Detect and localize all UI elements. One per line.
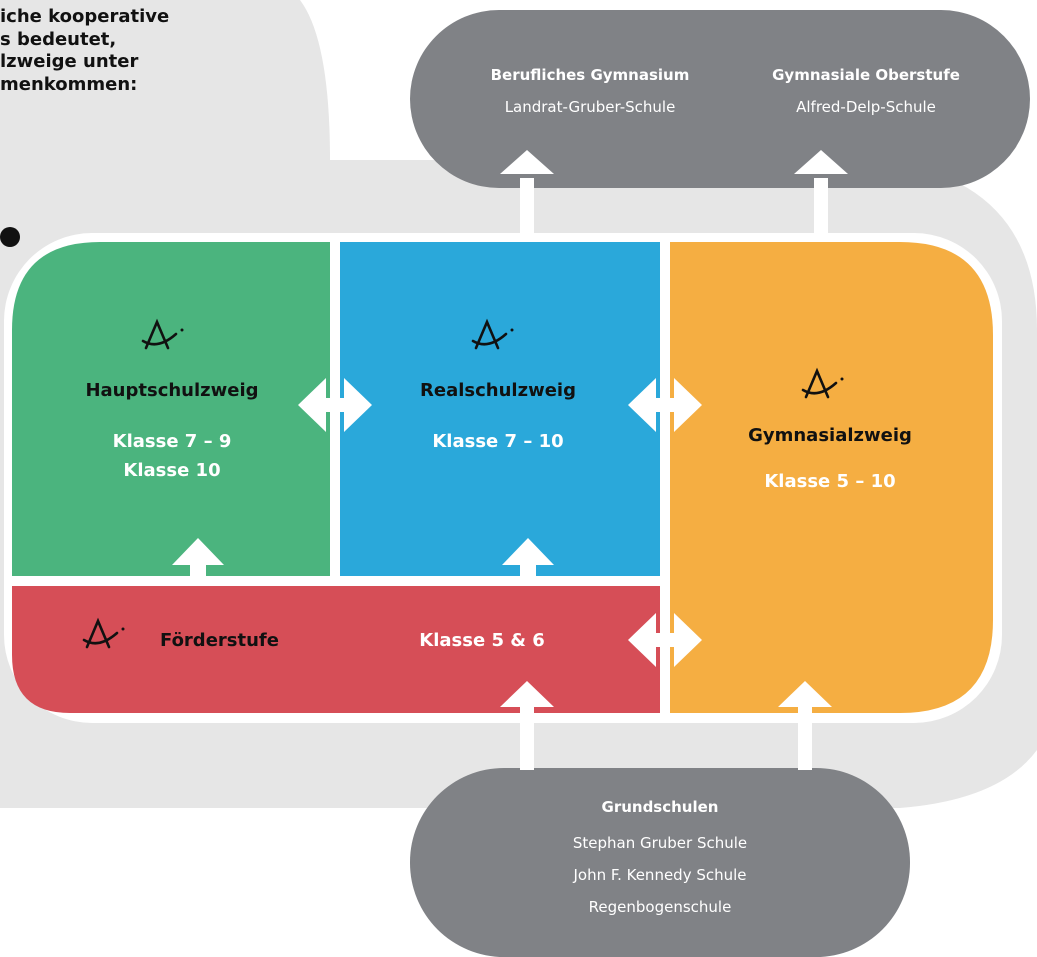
upper-school-title: Gymnasiale Oberstufe — [772, 66, 960, 84]
intro-line: s bedeutet, — [0, 28, 117, 50]
arrow-up-icon — [500, 150, 554, 174]
bullet-dot — [0, 227, 20, 247]
upper-school-name: Alfred-Delp-Schule — [796, 98, 936, 116]
gymnasialzweig-zone — [670, 242, 993, 713]
arrow-up-icon — [172, 538, 224, 578]
upper-school-title: Berufliches Gymnasium — [490, 66, 690, 84]
arrow-up-icon — [502, 538, 554, 578]
intro-text: iche kooperative s bedeutet, lzweige unt… — [0, 6, 240, 96]
compass-icon — [801, 367, 844, 399]
connector-stem — [814, 178, 828, 242]
connector-stem — [520, 178, 534, 242]
gymnasialzweig-title: Gymnasialzweig — [748, 425, 912, 446]
arrow-up-icon — [794, 150, 848, 174]
gymnasialzweig-class: Klasse 5 – 10 — [764, 471, 896, 492]
primary-school-name: Regenbogenschule — [588, 898, 732, 916]
double-arrow-icon — [628, 378, 702, 432]
realschulzweig-title: Realschulzweig — [420, 380, 576, 401]
primary-schools-box — [410, 768, 910, 957]
double-arrow-icon — [298, 378, 372, 432]
hauptschulzweig-title: Hauptschulzweig — [85, 380, 259, 401]
double-arrow-icon — [628, 613, 702, 667]
foerderstufe-class: Klasse 5 & 6 — [419, 630, 545, 651]
intro-line: menkommen: — [0, 73, 138, 95]
compass-icon — [471, 318, 514, 350]
connector-stem — [520, 700, 534, 770]
upper-schools-box — [410, 10, 1030, 188]
foerderstufe-title: Förderstufe — [160, 630, 279, 651]
hauptschulzweig-zone — [12, 242, 330, 576]
realschulzweig-class: Klasse 7 – 10 — [432, 431, 564, 452]
connector-stem — [798, 700, 812, 770]
compass-icon — [82, 617, 125, 649]
arrow-up-icon — [500, 681, 554, 707]
compass-icon — [141, 318, 184, 350]
primary-schools-title: Grundschulen — [601, 798, 719, 816]
primary-school-name: John F. Kennedy Schule — [573, 866, 747, 884]
upper-school-name: Landrat-Gruber-Schule — [504, 98, 676, 116]
foerderstufe-zone — [12, 586, 660, 713]
intro-line: lzweige unter — [0, 51, 139, 72]
hauptschulzweig-class: Klasse 7 – 9 — [112, 431, 232, 452]
realschulzweig-zone — [340, 242, 660, 576]
intro-line: iche kooperative — [0, 6, 170, 27]
hauptschulzweig-class: Klasse 10 — [123, 460, 221, 481]
arrow-up-icon — [778, 681, 832, 707]
primary-school-name: Stephan Gruber Schule — [572, 834, 748, 852]
